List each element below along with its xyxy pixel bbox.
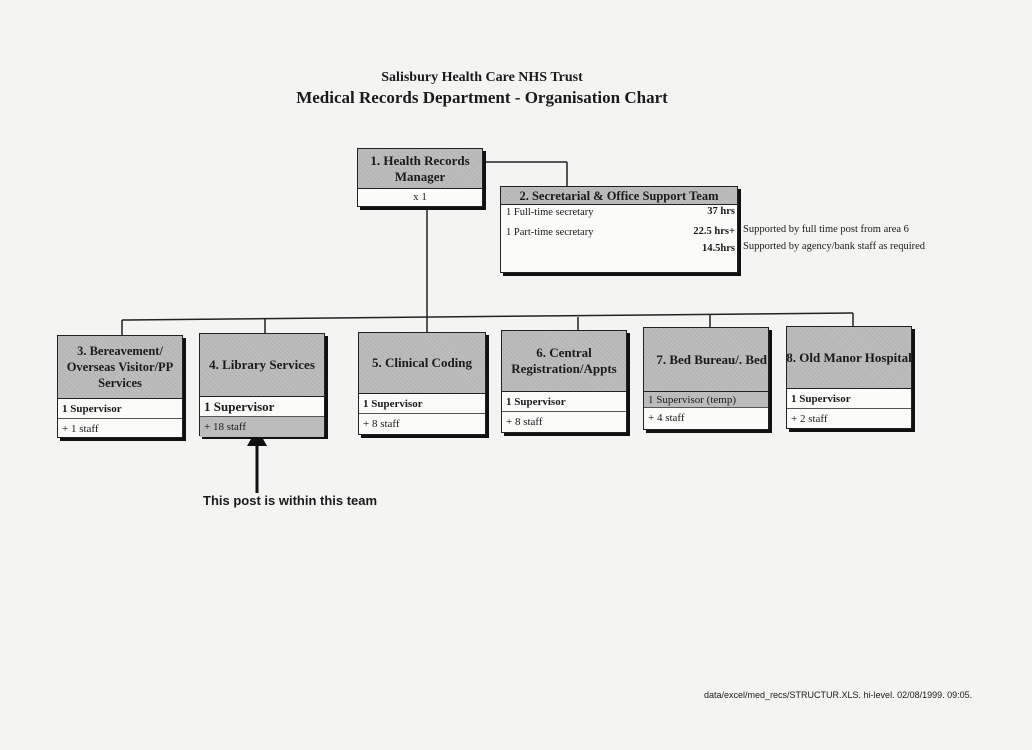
team-supervisor: 1 Supervisor <box>200 397 324 417</box>
team-title-line: Services <box>98 376 142 390</box>
team-box-bereavement: 3. Bereavement/ Overseas Visitor/PP Serv… <box>57 335 183 438</box>
team-staff: + 8 staff <box>506 416 543 428</box>
team-title: 5. Clinical Coding <box>359 333 485 394</box>
secretarial-row-hours: 14.5hrs <box>702 243 735 254</box>
secretarial-row-hours: 37 hrs <box>707 206 735 217</box>
team-supervisor: 1 Supervisor <box>58 399 182 419</box>
manager-title-line2: Manager <box>394 168 446 184</box>
team-title: 7. Bed Bureau/. Bed <box>644 328 768 392</box>
manager-box: 1. Health Records Manager x 1 <box>357 148 483 207</box>
team-title-line: 6. Central <box>536 345 592 360</box>
team-title: 6. Central Registration/Appts <box>502 331 626 392</box>
team-box-old-manor-hospital: 8. Old Manor Hospital 1 Supervisor + 2 s… <box>786 326 912 429</box>
footer-file-path: data/excel/med_recs/STRUCTUR.XLS. hi-lev… <box>704 690 973 700</box>
team-title-line: Overseas Visitor/PP <box>66 360 174 374</box>
team-staff: + 4 staff <box>648 412 685 424</box>
manager-count: x 1 <box>413 191 427 203</box>
manager-title: 1. Health Records Manager <box>358 149 482 189</box>
team-title: 8. Old Manor Hospital <box>787 327 911 389</box>
team-staff: + 2 staff <box>791 413 828 425</box>
team-staff: + 8 staff <box>363 418 400 430</box>
secretarial-note: Supported by agency/bank staff as requir… <box>743 241 926 252</box>
team-supervisor: 1 Supervisor (temp) <box>644 392 768 408</box>
team-supervisor: 1 Supervisor <box>502 392 626 412</box>
team-staff: + 18 staff <box>200 417 324 437</box>
annotation-arrow <box>247 428 267 493</box>
page-title: Medical Records Department - Organisatio… <box>296 88 668 107</box>
manager-title-line1: 1. Health Records <box>370 152 470 168</box>
team-supervisor: 1 Supervisor <box>787 389 911 409</box>
organisation-name: Salisbury Health Care NHS Trust <box>381 70 583 85</box>
secretarial-title: 2. Secretarial & Office Support Team <box>501 187 737 205</box>
secretarial-row-hours: 22.5 hrs+ <box>693 226 735 237</box>
team-box-clinical-coding: 5. Clinical Coding 1 Supervisor + 8 staf… <box>358 332 486 435</box>
team-box-bed-bureau: 7. Bed Bureau/. Bed 1 Supervisor (temp) … <box>643 327 769 430</box>
secretarial-note: Supported by full time post from area 6 <box>743 224 909 235</box>
team-title-line: 3. Bereavement/ <box>77 344 163 358</box>
team-title-line: Registration/Appts <box>511 361 617 376</box>
team-staff: + 1 staff <box>62 423 99 435</box>
annotation-text: This post is within this team <box>203 493 378 508</box>
secretarial-box: 2. Secretarial & Office Support Team 1 F… <box>500 186 738 273</box>
secretarial-row-label: 1 Full-time secretary <box>506 207 594 218</box>
team-box-library-services: 4. Library Services 1 Supervisor + 18 st… <box>199 333 325 437</box>
team-box-central-registration: 6. Central Registration/Appts 1 Supervis… <box>501 330 627 433</box>
secretarial-row-label: 1 Part-time secretary <box>506 227 594 238</box>
team-supervisor: 1 Supervisor <box>359 394 485 414</box>
team-title: 3. Bereavement/ Overseas Visitor/PP Serv… <box>58 336 182 399</box>
team-title: 4. Library Services <box>200 334 324 397</box>
